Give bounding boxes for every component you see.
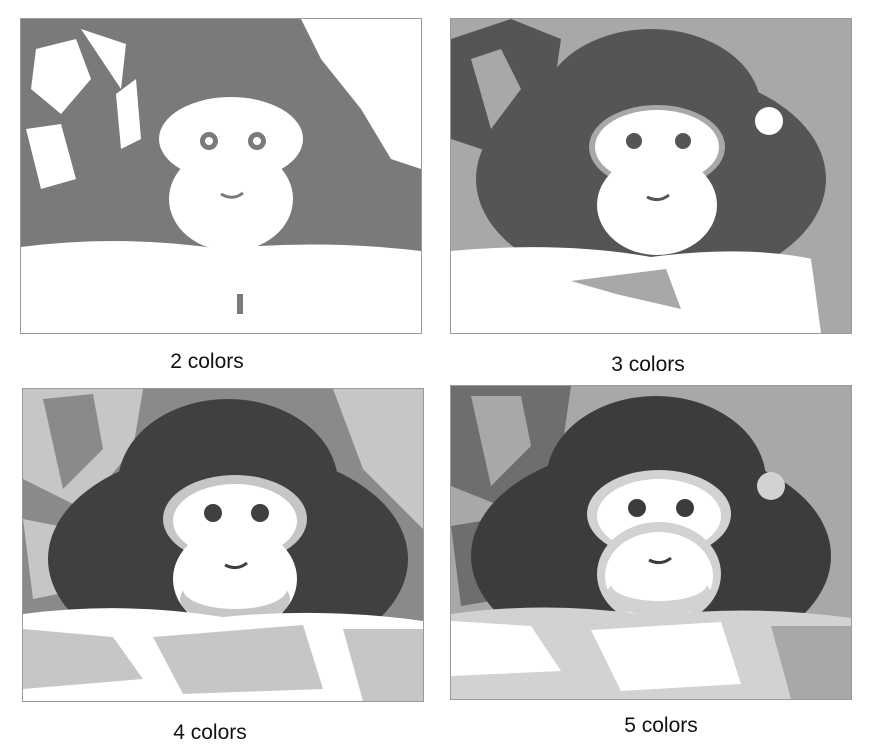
image-3-colors bbox=[450, 18, 852, 334]
caption-3-colors: 3 colors bbox=[611, 353, 685, 376]
image-5-colors bbox=[450, 385, 852, 700]
monkey-2-colors bbox=[21, 19, 421, 333]
caption-5-colors: 5 colors bbox=[624, 714, 698, 737]
caption-4-colors: 4 colors bbox=[173, 721, 247, 744]
monkey-5-colors bbox=[451, 386, 851, 699]
image-4-colors bbox=[22, 388, 424, 702]
monkey-3-colors bbox=[451, 19, 851, 333]
monkey-4-colors bbox=[23, 389, 423, 701]
image-2-colors bbox=[20, 18, 422, 334]
caption-2-colors: 2 colors bbox=[170, 350, 244, 373]
